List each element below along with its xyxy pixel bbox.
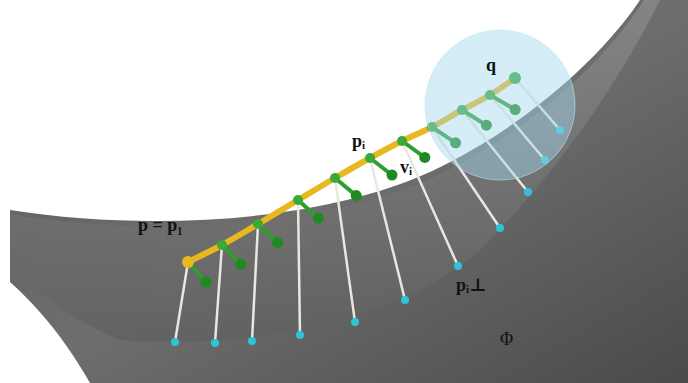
- vector-tip: [351, 190, 362, 201]
- point-label: q: [486, 56, 496, 74]
- projection-line: [335, 178, 355, 322]
- vector-label: vᵢ: [400, 158, 412, 176]
- curve-point: [217, 240, 227, 250]
- foot-point: [211, 339, 219, 347]
- curve-point: [293, 195, 303, 205]
- surface-sheet: [10, 0, 688, 383]
- projection-line: [175, 262, 188, 342]
- vector-tip: [201, 277, 212, 288]
- foot-point: [524, 188, 532, 196]
- curve-point: [397, 136, 407, 146]
- surface-label: Φ: [500, 330, 513, 348]
- foot-point: [401, 296, 409, 304]
- vector-tip: [235, 259, 246, 270]
- projection-line: [215, 245, 222, 343]
- vector-tip: [272, 237, 283, 248]
- curve-point: [253, 219, 263, 229]
- vector-tip: [387, 170, 398, 181]
- foot-point: [454, 262, 462, 270]
- surface-inner: [10, 0, 660, 342]
- foot-point: [296, 331, 304, 339]
- point-label: pᵢ⊥: [456, 276, 486, 294]
- projection-line: [252, 224, 258, 341]
- vector-tip: [419, 152, 430, 163]
- start-point: [182, 256, 194, 268]
- point-label: p = p₁: [138, 216, 183, 234]
- foot-point: [248, 337, 256, 345]
- foot-point: [351, 318, 359, 326]
- point-label: pᵢ: [352, 132, 365, 150]
- foot-point: [496, 224, 504, 232]
- projection-line: [370, 158, 405, 300]
- neighborhood-sphere: [425, 30, 575, 180]
- curve-point: [365, 153, 375, 163]
- vector-tip: [313, 213, 324, 224]
- foot-point: [171, 338, 179, 346]
- curve-point: [330, 173, 340, 183]
- projection-line: [298, 200, 300, 335]
